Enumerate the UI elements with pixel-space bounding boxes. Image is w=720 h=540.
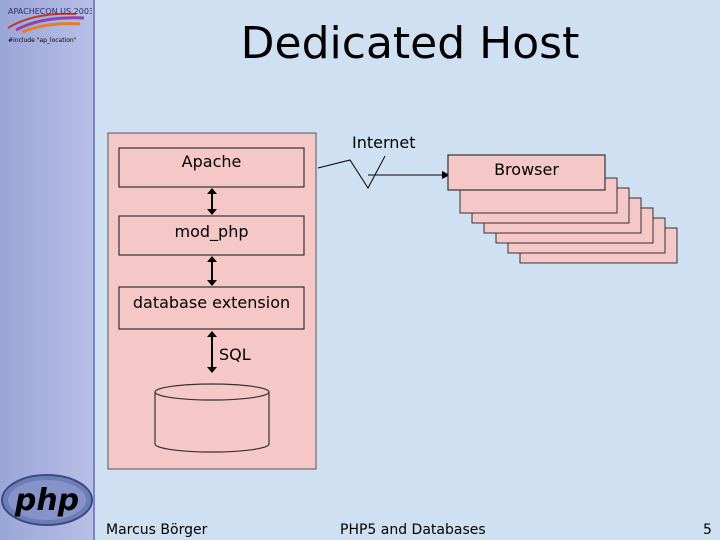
mod-php-label: mod_php [174,222,249,241]
connector-modphp-dbext [207,256,217,286]
apache-box [118,147,305,188]
logo-sub-text: #include "ap_location" [8,37,77,44]
database-cylinder [154,383,270,453]
internet-label: Internet [352,133,416,152]
database-extension-box [118,286,305,330]
apache-label: Apache [181,152,242,171]
connector-dbext-database [207,331,217,373]
footer-author: Marcus Börger [106,522,208,538]
browser-window-front [447,154,606,191]
sql-label: SQL [219,345,251,364]
mod-php-box [118,215,305,256]
apachecon-logo: APACHECON US 2003 #include "ap_location" [7,7,92,44]
sidebar-edge [93,0,95,540]
slide-title: Dedicated Host [240,18,580,69]
php-logo-text: php [14,483,79,518]
internet-connection [317,155,450,189]
php-logo: php [1,474,93,526]
sidebar [0,0,93,540]
browser-label: Browser [494,160,559,179]
database-extension-label: database extension [132,293,291,312]
connector-apache-modphp [207,188,217,215]
page-number: 5 [703,522,712,538]
footer-topic: PHP5 and Databases [340,522,486,538]
logo-top-text: APACHECON US 2003 [8,7,92,16]
